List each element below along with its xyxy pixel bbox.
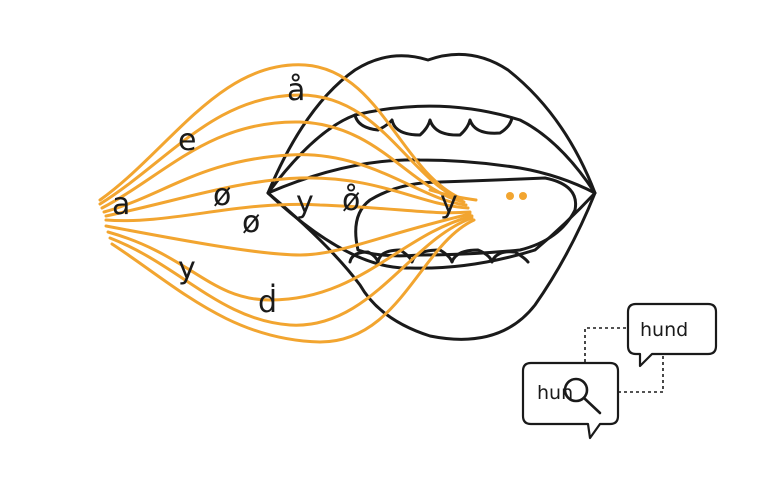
flow-line bbox=[104, 202, 472, 223]
flow-line bbox=[108, 216, 474, 327]
orange-dot bbox=[506, 192, 514, 200]
speech-bubbles: hund hun bbox=[521, 302, 718, 440]
letter-d-dot: ḋ bbox=[258, 283, 277, 320]
flow-line bbox=[98, 93, 464, 206]
flow-line bbox=[104, 176, 470, 218]
orange-dot bbox=[519, 192, 527, 200]
letter-y-lower: y bbox=[178, 251, 196, 286]
tongue bbox=[354, 176, 578, 258]
flow-line bbox=[110, 218, 476, 344]
flow-line bbox=[102, 153, 468, 214]
search-bubble: hun bbox=[521, 361, 620, 440]
letter-e: e bbox=[178, 123, 196, 158]
letter-o-slash-1: ø bbox=[213, 178, 231, 213]
dotted-connector bbox=[618, 356, 664, 393]
phonetic-letters: a e å ø ø y ø̊ y y ḋ bbox=[112, 73, 458, 320]
letter-a: a bbox=[112, 187, 130, 222]
letter-y-mouth: y bbox=[440, 185, 458, 220]
letter-o-slash-2: ø bbox=[242, 205, 260, 240]
flow-line bbox=[104, 212, 472, 257]
upper-lip bbox=[266, 52, 597, 195]
result-text: hund bbox=[640, 319, 688, 341]
flow-line bbox=[106, 214, 474, 302]
letter-o-ring: ø̊ bbox=[342, 183, 360, 218]
magnifier-icon bbox=[563, 377, 602, 415]
letter-a-ring: å bbox=[287, 73, 305, 108]
upper-teeth bbox=[353, 113, 514, 137]
letter-y-center: y bbox=[296, 185, 314, 220]
flow-line bbox=[98, 63, 462, 202]
search-text: hun bbox=[537, 382, 573, 404]
sound-flow-lines bbox=[98, 63, 478, 344]
result-bubble: hund bbox=[626, 302, 718, 368]
dotted-connector bbox=[584, 327, 627, 362]
flow-line bbox=[428, 188, 478, 202]
flow-line bbox=[100, 120, 466, 210]
lower-lip bbox=[266, 191, 597, 341]
